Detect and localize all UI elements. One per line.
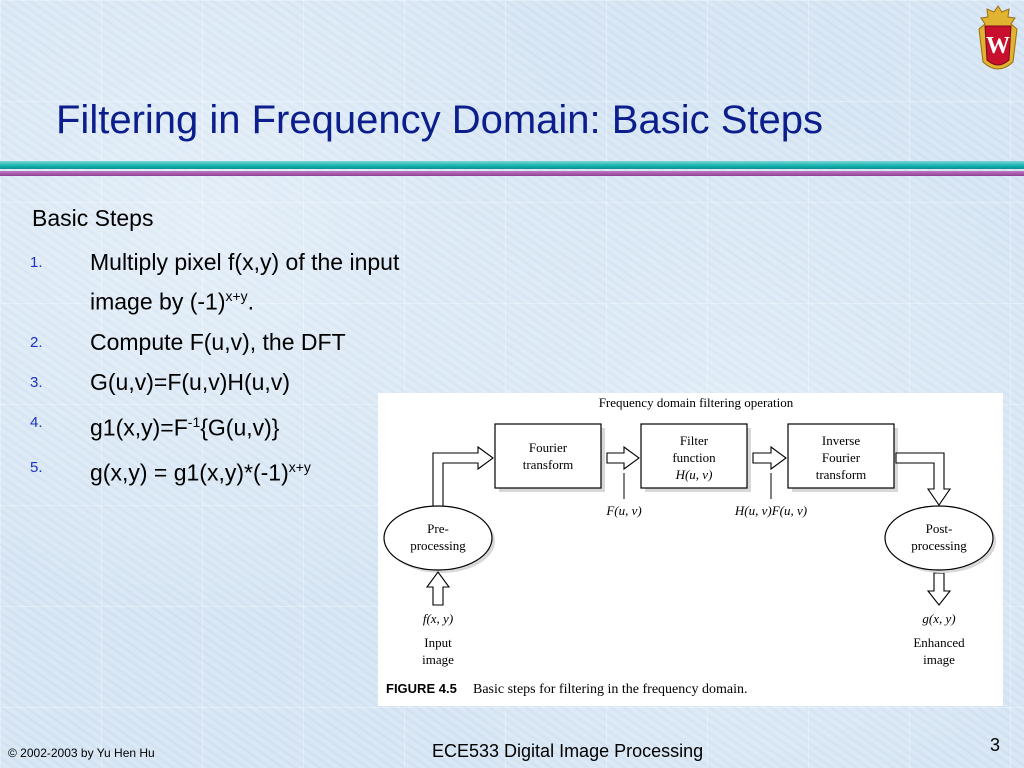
step-number: 1. [30, 254, 43, 271]
step-tail: {G(u,v)} [200, 414, 280, 441]
step-text: g1(x,y)=F [90, 414, 188, 441]
inverse-fourier-box: Inverse Fourier transform [787, 423, 898, 492]
input-label-2: image [422, 652, 454, 667]
arrow-input-to-pre [425, 571, 451, 606]
output-label-2: image [923, 652, 955, 667]
step-item: 4. g1(x,y)=F-1{G(u,v)} [30, 405, 430, 445]
footer-course: ECE533 Digital Image Processing [432, 741, 704, 761]
output-function-label: g(x, y) [922, 611, 955, 626]
fourier-line-2: transform [523, 457, 574, 472]
slide-title: Filtering in Frequency Domain: Basic Ste… [56, 98, 823, 142]
step-text: g(x,y) = g1(x,y)*(-1) [90, 459, 289, 486]
arrow-fourier-to-filter [606, 445, 640, 471]
basic-steps-heading: Basic Steps [32, 205, 154, 231]
input-function-label: f(x, y) [423, 611, 453, 626]
filter-line-2: function [672, 450, 716, 465]
step-text: Multiply pixel f(x,y) of the input image… [90, 249, 400, 315]
arrow-filter-to-inverse [752, 445, 787, 471]
output-label-1: Enhanced [913, 635, 965, 650]
filter-function-box: Filter function H(u, v) [640, 423, 751, 492]
figure-caption-label: FIGURE 4.5 [386, 681, 457, 696]
post-line-2: processing [911, 538, 967, 553]
inverse-line-3: transform [816, 467, 867, 482]
step-text: G(u,v)=F(u,v)H(u,v) [90, 368, 290, 395]
arrow-post-to-output [926, 572, 952, 606]
step-superscript: -1 [187, 413, 201, 430]
figure-caption-text: Basic steps for filtering in the frequen… [473, 682, 747, 697]
title-rule-teal [0, 161, 1024, 169]
step-item: 3. G(u,v)=F(u,v)H(u,v) [30, 365, 430, 399]
frequency-filtering-figure: Frequency domain filtering operation Fou… [378, 393, 1003, 706]
steps-list: 1. Multiply pixel f(x,y) of the input im… [30, 245, 430, 496]
step-number: 2. [30, 333, 43, 351]
pre-line-1: Pre- [427, 521, 449, 536]
step-superscript: x+y [225, 288, 248, 304]
step-number: 5. [30, 459, 43, 477]
step-tail: . [247, 288, 255, 315]
postprocessing-ellipse: Post- processing [884, 505, 996, 573]
step-item: 1. Multiply pixel f(x,y) of the input im… [30, 245, 430, 319]
svg-text:W: W [986, 33, 1010, 59]
inverse-line-2: Fourier [822, 450, 861, 465]
inverse-line-1: Inverse [822, 433, 860, 448]
step-number: 3. [30, 373, 43, 391]
fourier-line-1: Fourier [529, 440, 568, 455]
step-item: 5. g(x,y) = g1(x,y)*(-1)x+y [30, 450, 430, 490]
step-superscript: x+y [288, 459, 311, 476]
footer-copyright: © 2002-2003 by Yu Hen Hu [8, 746, 155, 760]
preprocessing-ellipse: Pre- processing [383, 505, 495, 573]
page-number: 3 [990, 735, 1001, 755]
label-H-F-uv: H(u, v)F(u, v) [734, 503, 807, 518]
uw-crest-logo: W [978, 5, 1018, 70]
figure-top-label: Frequency domain filtering operation [599, 395, 794, 410]
post-line-1: Post- [926, 521, 953, 536]
step-text: Compute F(u,v), the DFT [90, 328, 346, 355]
step-item: 2. Compute F(u,v), the DFT [30, 325, 430, 359]
filter-line-1: Filter [680, 433, 709, 448]
pre-line-2: processing [410, 538, 466, 553]
arrow-pre-to-fourier [432, 445, 494, 512]
step-number: 4. [30, 413, 43, 431]
arrow-inverse-to-post [895, 452, 952, 506]
fourier-transform-box: Fourier transform [494, 423, 605, 492]
figure-diagram: Frequency domain filtering operation Fou… [383, 395, 996, 697]
input-label-1: Input [424, 635, 452, 650]
filter-line-3: H(u, v) [675, 467, 713, 482]
title-rule-purple [0, 171, 1024, 176]
label-F-uv: F(u, v) [605, 503, 641, 518]
